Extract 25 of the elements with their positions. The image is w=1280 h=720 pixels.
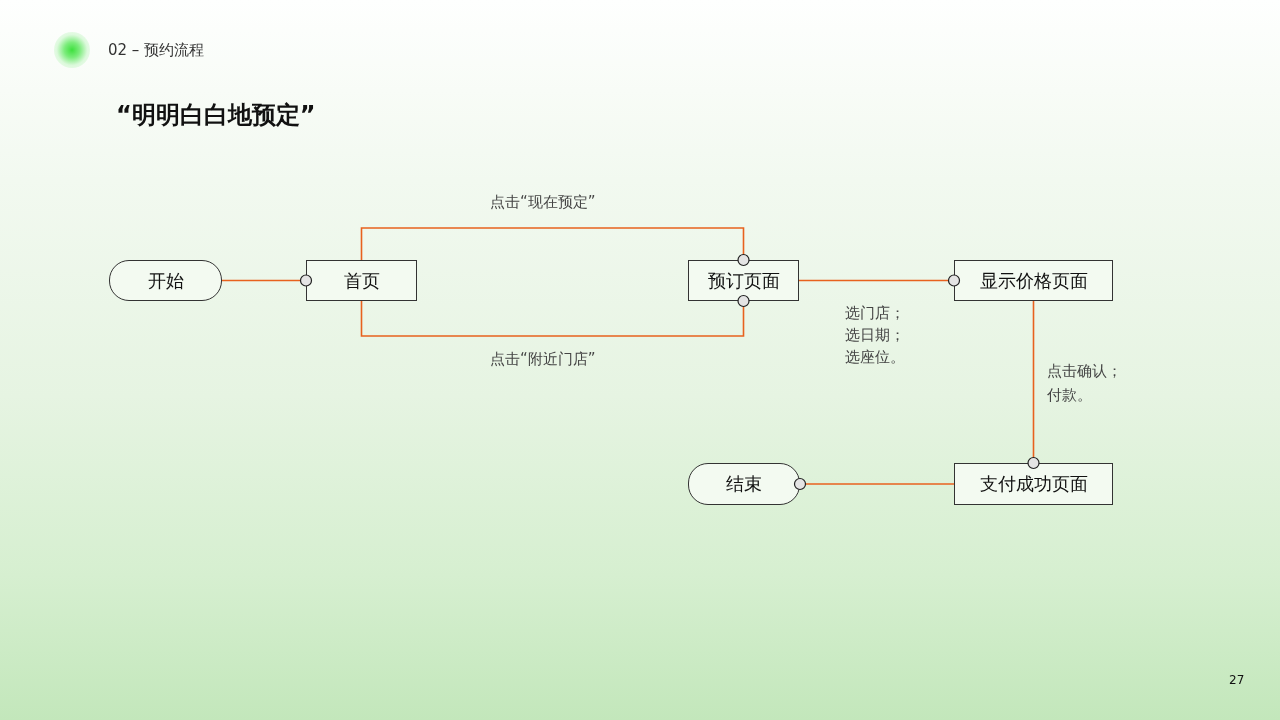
page-box xyxy=(688,260,799,301)
connector xyxy=(360,227,750,267)
page-number: 27 xyxy=(1229,673,1245,688)
section-heading: 02 – 预约流程 xyxy=(108,41,205,59)
edge-label: 点击“现在预定” xyxy=(490,192,596,212)
node-label: 支付成功页面 xyxy=(979,473,1088,495)
connector xyxy=(793,477,955,491)
node-label: 开始 xyxy=(147,269,184,292)
node-label: 结束 xyxy=(726,473,762,495)
edge-label: 选门店；选日期；选座位。 xyxy=(845,303,906,368)
node-label: 显示价格页面 xyxy=(979,269,1088,292)
page-box xyxy=(954,463,1113,505)
node-label: 首页 xyxy=(343,269,380,292)
connector xyxy=(798,274,961,287)
edge-label: 点击确认；付款。 xyxy=(1047,361,1123,406)
connector xyxy=(221,274,313,287)
page-box xyxy=(306,260,417,301)
edge-label: 点击“附近门店” xyxy=(490,349,596,369)
slide-title: “明明白白地预定” xyxy=(116,100,316,131)
terminal-box xyxy=(688,463,800,505)
node-label: 预订页面 xyxy=(707,269,780,292)
terminal-box xyxy=(109,260,222,301)
page-box xyxy=(954,260,1113,301)
connector xyxy=(360,294,750,337)
connector xyxy=(1027,300,1040,470)
